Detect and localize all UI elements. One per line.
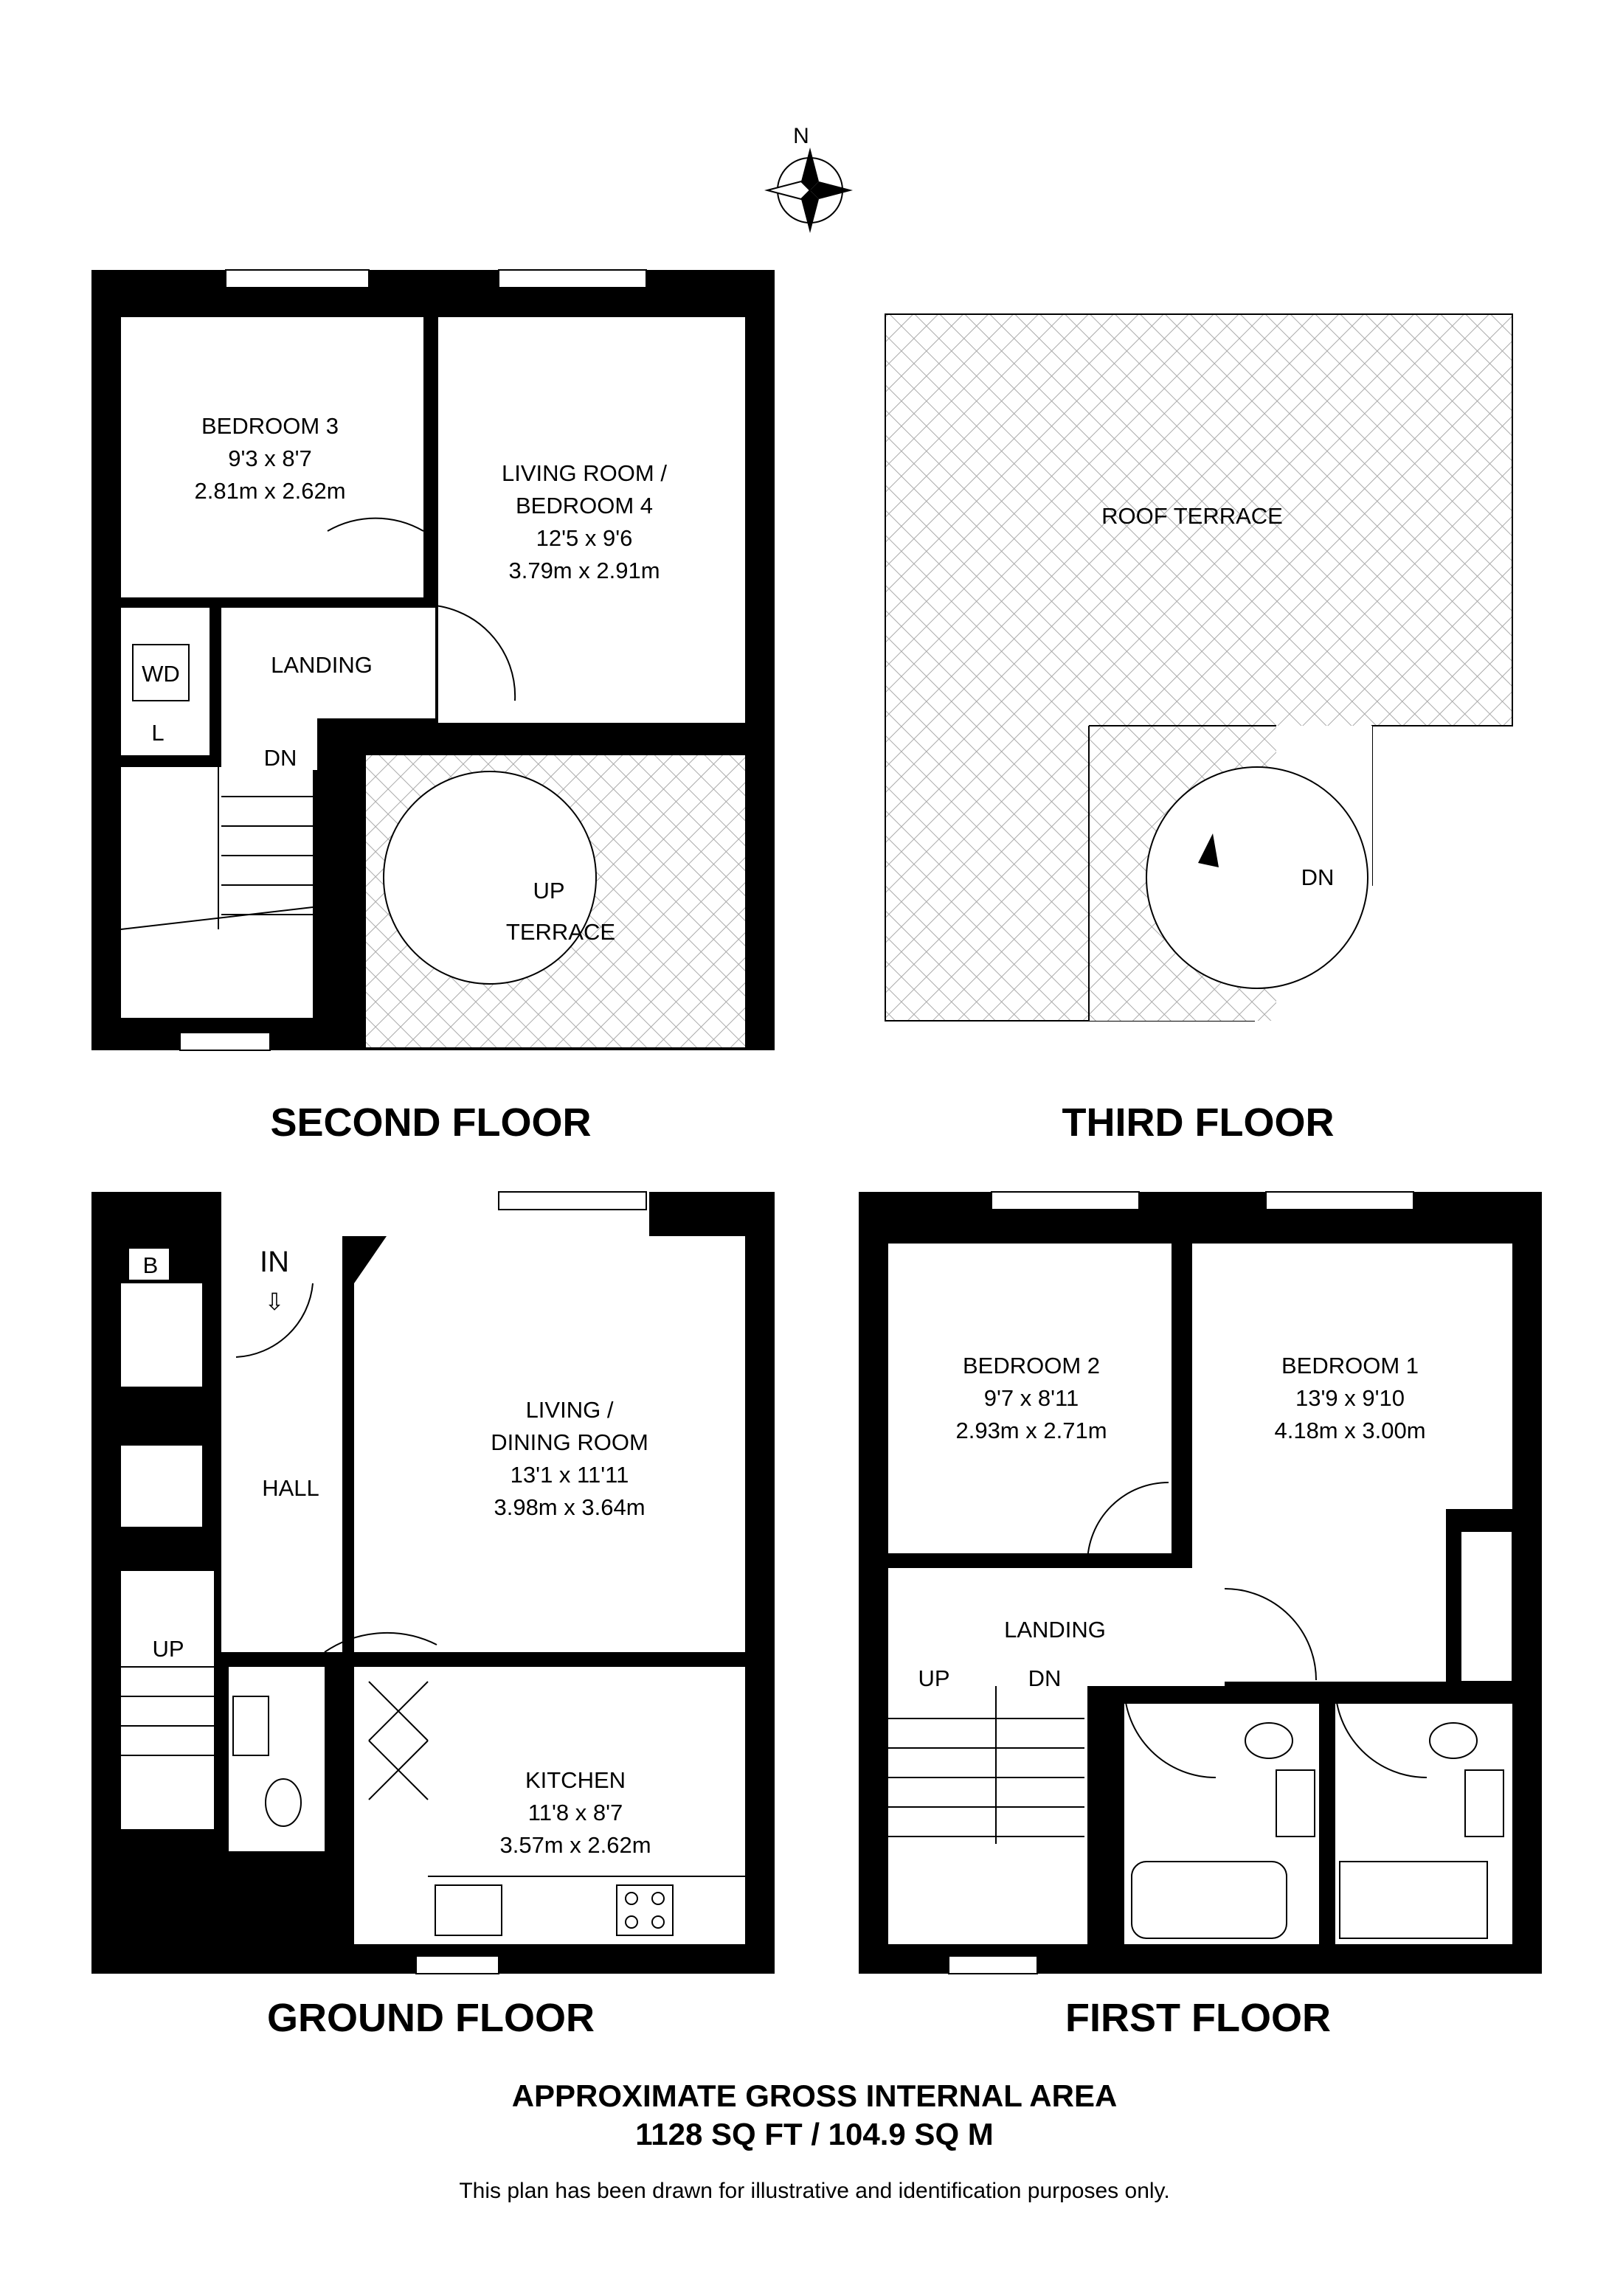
dining-room-label: DINING ROOM [491, 1429, 648, 1455]
living-room-metric: 3.79m x 2.91m [508, 558, 660, 583]
entrance-label: IN [260, 1246, 289, 1278]
up-label: UP [918, 1665, 949, 1691]
toilet-icon [265, 1778, 302, 1827]
basin-icon [1276, 1769, 1315, 1837]
ground-floor-plan: B IN ⇩ HALL UP LIVING / DINING ROOM 13'1… [91, 1180, 775, 1974]
living-room-label: LIVING ROOM / [502, 460, 667, 486]
landing-area [888, 1568, 1225, 1686]
bedroom-2-area [888, 1244, 1172, 1553]
bedroom-3-metric: 2.81m x 2.62m [194, 478, 345, 504]
living-room-bedroom-4-area [438, 317, 745, 723]
b-cupboard-label: B [143, 1252, 159, 1278]
basin-icon [232, 1696, 269, 1756]
first-floor-title: FIRST FLOOR [1065, 1996, 1331, 2040]
bedroom-2-label: BEDROOM 2 [963, 1353, 1100, 1378]
l-label: L [151, 720, 164, 746]
bedroom-4-label: BEDROOM 4 [516, 493, 653, 518]
compass-north-label: N [793, 124, 809, 148]
living-room-imperial: 12'5 x 9'6 [536, 525, 633, 551]
bedroom-1-label: BEDROOM 1 [1281, 1353, 1419, 1378]
kitchen-area [428, 1667, 745, 1944]
first-floor-plan: BEDROOM 2 9'7 x 8'11 2.93m x 2.71m BEDRO… [859, 1191, 1542, 1974]
living-dining-label: LIVING / [526, 1397, 614, 1423]
bedroom-1-imperial: 13'9 x 9'10 [1295, 1385, 1405, 1411]
staircase-area [121, 767, 313, 1018]
door-swing-icon [235, 1283, 314, 1358]
dn-label: DN [264, 745, 297, 771]
disclaimer: This plan has been drawn for illustrativ… [459, 2179, 1169, 2203]
landing-label: LANDING [1004, 1617, 1106, 1643]
compass-icon: N [764, 124, 853, 233]
bedroom-1-area [1192, 1244, 1512, 1509]
up-label: UP [533, 878, 564, 904]
bathroom-area [1124, 1704, 1319, 1944]
wd-label: WD [142, 661, 180, 687]
shower-tray-icon [1339, 1861, 1488, 1939]
gross-area-value: 1128 SQ FT / 104.9 SQ M [635, 2117, 994, 2151]
door-swing-icon [327, 517, 424, 532]
hob-icon [616, 1884, 674, 1936]
roof-terrace-label: ROOF TERRACE [1101, 503, 1283, 529]
kitchen-metric: 3.57m x 2.62m [499, 1832, 651, 1858]
third-floor-title: THIRD FLOOR [1062, 1100, 1335, 1145]
up-label: UP [152, 1636, 184, 1662]
toilet-icon [1429, 1722, 1478, 1759]
kitchen-imperial: 11'8 x 8'7 [528, 1800, 623, 1825]
gross-area-heading: APPROXIMATE GROSS INTERNAL AREA [512, 2078, 1118, 2113]
bedroom-3-area [121, 317, 423, 597]
sink-icon [435, 1884, 502, 1936]
bedroom-2-metric: 2.93m x 2.71m [955, 1418, 1107, 1443]
living-dining-metric: 3.98m x 3.64m [494, 1494, 645, 1520]
second-floor-plan: BEDROOM 3 9'3 x 8'7 2.81m x 2.62m LIVING… [91, 269, 775, 1051]
ensuite-area [1335, 1704, 1512, 1944]
second-floor-title: SECOND FLOOR [270, 1100, 591, 1145]
wc-area [229, 1667, 325, 1851]
spiral-stair-icon [1146, 766, 1368, 989]
terrace-label: TERRACE [506, 919, 615, 945]
bedroom-3-label: BEDROOM 3 [201, 413, 339, 439]
entrance-arrow-icon: ⇩ [265, 1289, 285, 1315]
living-dining-imperial: 13'1 x 11'11 [511, 1462, 629, 1488]
bedroom-1-metric: 4.18m x 3.00m [1274, 1418, 1425, 1443]
hall-area [221, 1192, 342, 1652]
bath-icon [1131, 1861, 1287, 1939]
ground-floor-title: GROUND FLOOR [267, 1996, 595, 2040]
door-swing-icon [1087, 1482, 1169, 1564]
toilet-icon [1245, 1722, 1293, 1759]
bedroom-2-imperial: 9'7 x 8'11 [984, 1385, 1079, 1411]
landing-label: LANDING [271, 652, 373, 678]
dn-label: DN [1301, 864, 1335, 890]
landing-area [221, 608, 435, 718]
third-floor-plan: ROOF TERRACE DN [885, 313, 1513, 1022]
hall-label: HALL [262, 1475, 319, 1501]
staircase-area [888, 1686, 1087, 1944]
kitchen-label: KITCHEN [525, 1767, 626, 1793]
bedroom-3-imperial: 9'3 x 8'7 [228, 445, 312, 471]
basin-icon [1464, 1769, 1504, 1837]
spiral-stair-icon [383, 771, 597, 985]
dn-label: DN [1028, 1665, 1062, 1691]
